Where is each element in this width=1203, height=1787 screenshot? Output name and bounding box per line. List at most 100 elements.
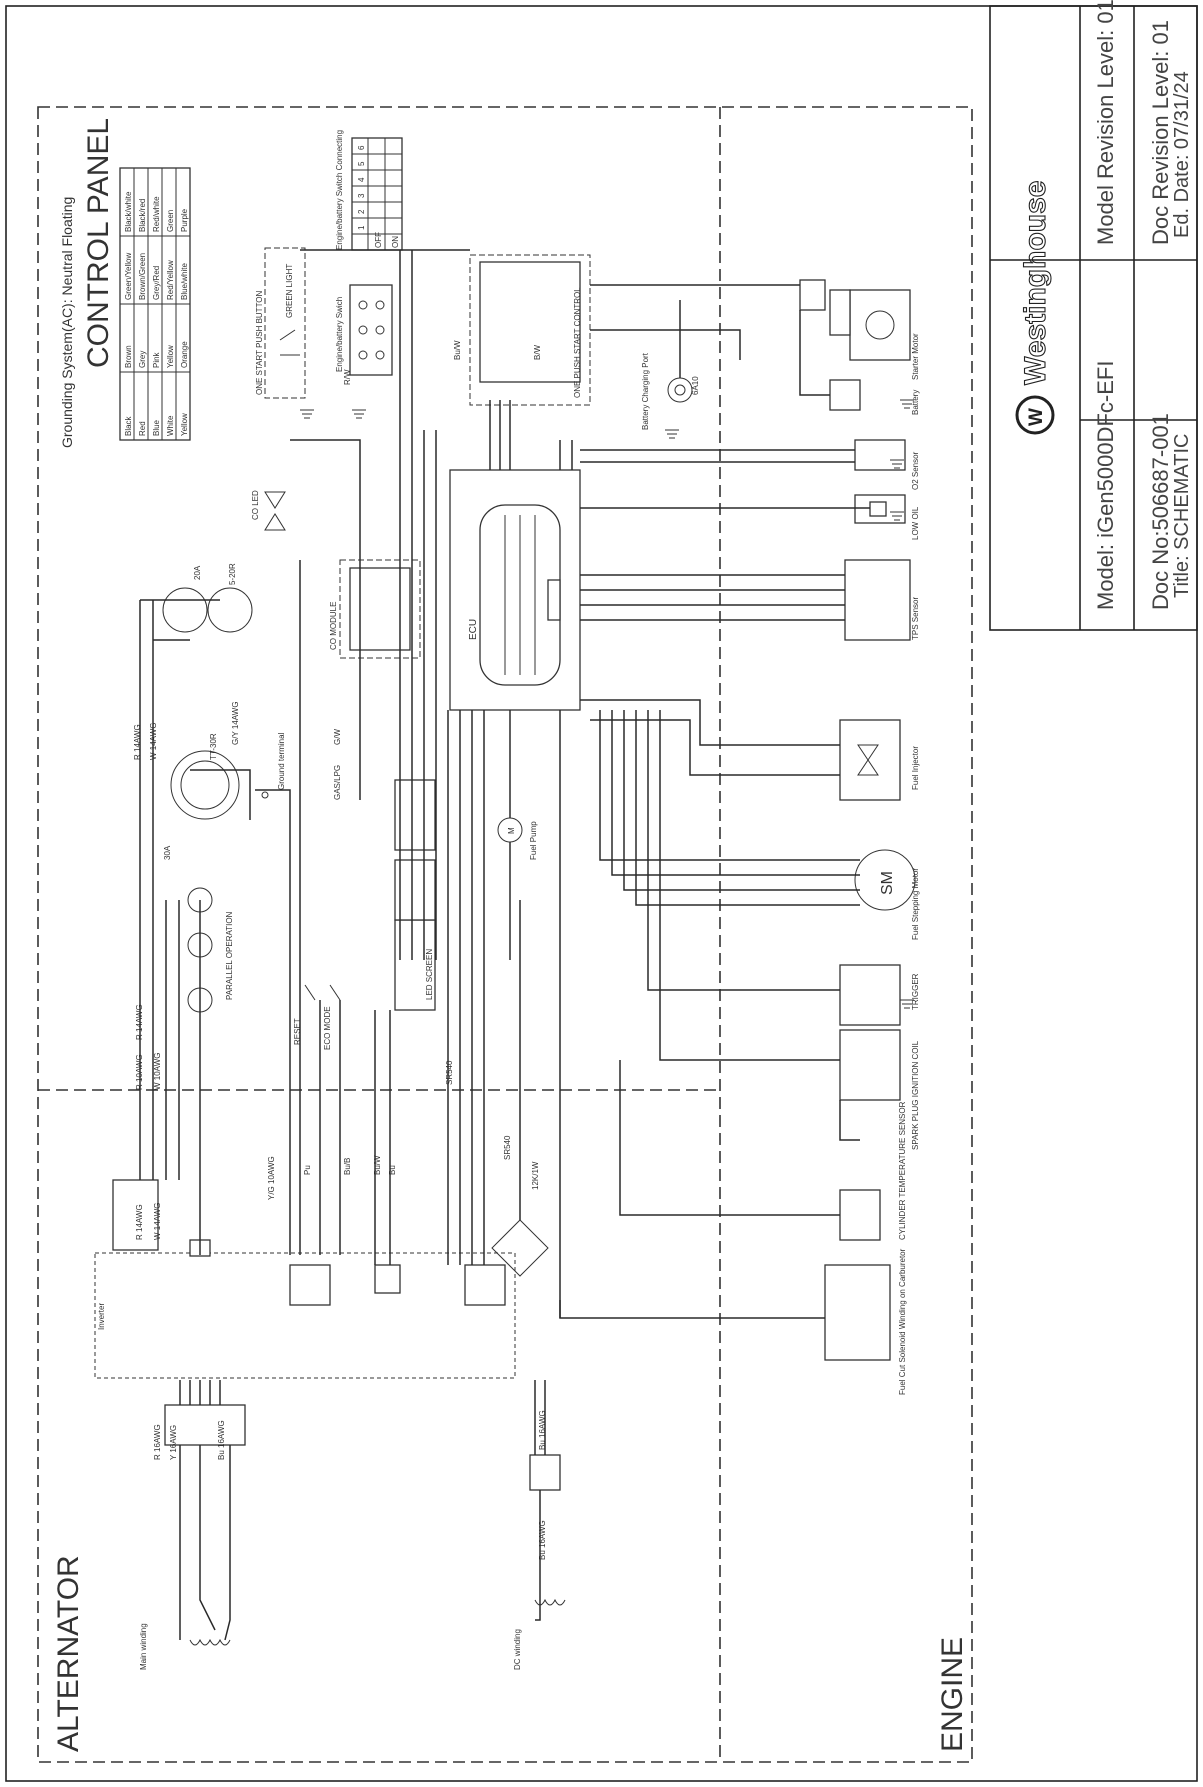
svg-text:TT-30R: TT-30R [209, 733, 218, 760]
fuel-cut-solenoid: Fuel Cut Solenoid Winding on Carburetor [824, 1248, 907, 1395]
svg-text:Inverter: Inverter [97, 1303, 106, 1330]
svg-text:TRIGGER: TRIGGER [911, 973, 920, 1010]
battery-charging-port: Battery Charging Port 6A10 [641, 352, 700, 430]
svg-text:TPS Sensor: TPS Sensor [911, 597, 920, 640]
svg-text:Battery: Battery [911, 390, 920, 415]
svg-text:ECU: ECU [468, 619, 479, 640]
legend-cell: Purple [180, 208, 189, 232]
svg-text:Bu 16AWG: Bu 16AWG [217, 1420, 226, 1460]
inverter: Inverter [94, 1179, 516, 1379]
schematic-title: Title: SCHEMATIC [1171, 434, 1193, 598]
fuel-stepping-motor: SM Fuel Stepping Motor [854, 849, 920, 940]
switch-col-5: 5 [357, 161, 366, 166]
engine-battery-switch: Engine/battery Swich [335, 284, 393, 376]
svg-text:R 14AWG: R 14AWG [133, 724, 142, 760]
parallel-operation: PARALLEL OPERATION [187, 887, 234, 1013]
switch-off-label: OFF [374, 232, 383, 248]
svg-text:Starter Motor: Starter Motor [911, 333, 920, 380]
switch-table-title: Engine/battery Switch Connecting [335, 130, 344, 250]
svg-text:G/W: G/W [333, 729, 342, 745]
svg-text:GAS/LPG: GAS/LPG [333, 765, 342, 800]
svg-text:ONE PUSH START CONTROL: ONE PUSH START CONTROL [573, 287, 582, 398]
svg-text:Fuel Cut Solenoid Winding on C: Fuel Cut Solenoid Winding on Carburetor [898, 1248, 907, 1395]
legend-cell: Green [166, 210, 175, 232]
legend-cell: Grey/Red [152, 266, 161, 300]
main-winding: Main winding [139, 1623, 231, 1670]
legend-cell: Brown [124, 345, 133, 368]
svg-text:Bu: Bu [388, 1165, 397, 1175]
legend-cell: Brown/Green [138, 253, 147, 300]
o2-sensor: O2 Sensor [854, 439, 920, 490]
svg-text:Fuel Stepping Motor: Fuel Stepping Motor [911, 868, 920, 940]
alternator-section-label: ALTERNATOR [52, 1555, 85, 1752]
fuel-injector: Fuel Injector [839, 719, 920, 801]
svg-text:W 10AWG: W 10AWG [153, 1053, 162, 1090]
legend-cell: Orange [180, 341, 189, 368]
legend-cell: Red [138, 421, 147, 436]
svg-text:R 16AWG: R 16AWG [153, 1424, 162, 1460]
receptacle-tt30r: TT-30R 30A [163, 733, 240, 860]
svg-text:12K/1W: 12K/1W [531, 1161, 540, 1190]
reset-eco-switches: RESET ECO MODE [293, 984, 341, 1050]
legend-cell: Red/white [152, 196, 161, 232]
svg-text:Bu/W: Bu/W [373, 1155, 382, 1175]
switch-col-4: 4 [357, 177, 366, 182]
legend-cell: White [166, 415, 175, 436]
legend-cell: Yellow [166, 345, 175, 368]
ground-symbols [300, 399, 914, 1009]
svg-text:Bu 16AWG: Bu 16AWG [538, 1410, 547, 1450]
doc-number-2: Doc No:506687-001 [1148, 413, 1173, 610]
svg-text:W 14AWG: W 14AWG [153, 1203, 162, 1240]
fuel-pump: M Fuel Pump [497, 817, 538, 860]
grounding-label: Grounding System(AC): Neutral Floating [59, 197, 75, 448]
svg-text:Main winding: Main winding [139, 1623, 148, 1670]
sheet-frame [5, 5, 1198, 1782]
model-label: Model: iGen5000DFc-EFI [1093, 361, 1118, 610]
svg-text:SM: SM [879, 871, 896, 895]
svg-text:SR540: SR540 [503, 1135, 512, 1160]
svg-text:6A10: 6A10 [691, 376, 700, 395]
title-block: W Westinghouse Model: iGen5000DFc-EFI Do… [989, 0, 1198, 631]
svg-text:SR540: SR540 [445, 1060, 454, 1085]
svg-text:DC winding: DC winding [513, 1629, 522, 1670]
svg-text:Ground terminal: Ground terminal [277, 732, 286, 790]
svg-text:GREEN LIGHT: GREEN LIGHT [285, 264, 294, 318]
svg-text:W: W [1026, 408, 1047, 426]
tps-sensor: TPS Sensor [844, 559, 920, 641]
title-block-row3: Title: SCHEMATIC Ed. Date: 07/31/24 [1171, 71, 1193, 598]
wire-labels: R 14AWG W 14AWG G/Y 14AWG R 14AWG R 10AW… [133, 340, 547, 1560]
legend-cell: Blue [152, 419, 161, 436]
gas-lpg-switch: GAS/LPG [333, 765, 436, 921]
rectifier-bridge: 12K/1W SR540 SR540 [445, 1060, 549, 1277]
svg-text:CO LED: CO LED [251, 490, 260, 520]
receptacle-5-20r: 20A 5-20R [162, 563, 253, 633]
svg-text:ONE START PUSH BUTTON: ONE START PUSH BUTTON [255, 290, 264, 395]
switch-col-3: 3 [357, 193, 366, 198]
svg-text:RESET: RESET [293, 1018, 302, 1045]
model-revision: Model Revision Level: 01 [1093, 0, 1118, 245]
svg-text:Y 16AWG: Y 16AWG [169, 1425, 178, 1460]
legend-cell: Black/red [138, 199, 147, 232]
starter-motor: Starter Motor [799, 279, 920, 380]
svg-text:Fuel Injector: Fuel Injector [911, 746, 920, 790]
svg-text:5-20R: 5-20R [228, 563, 237, 585]
svg-text:Y/G 10AWG: Y/G 10AWG [267, 1156, 276, 1200]
svg-text:ECO MODE: ECO MODE [323, 1006, 332, 1050]
edition-date: Ed. Date: 07/31/24 [1171, 71, 1193, 238]
svg-text:20A: 20A [193, 565, 202, 580]
engine-section-label: ENGINE [936, 1637, 969, 1752]
svg-text:Bu/B: Bu/B [343, 1158, 352, 1175]
legend-row-1: Black [124, 415, 133, 436]
switch-col-6: 6 [357, 145, 366, 150]
svg-text:SPARK PLUG IGNITION COIL: SPARK PLUG IGNITION COIL [911, 1040, 920, 1150]
alternator-connector [164, 1404, 561, 1491]
svg-text:O2 Sensor: O2 Sensor [911, 451, 920, 490]
led-screen: LED SCREEN [394, 919, 436, 1011]
svg-text:Fuel Pump: Fuel Pump [529, 821, 538, 860]
svg-text:LOW OIL: LOW OIL [911, 506, 920, 540]
svg-text:Bu/W: Bu/W [453, 340, 462, 360]
svg-text:Pu: Pu [303, 1165, 312, 1175]
one-start-push-button: ONE START PUSH BUTTON GREEN LIGHT [255, 247, 306, 399]
svg-text:PARALLEL OPERATION: PARALLEL OPERATION [225, 911, 234, 1000]
legend-cell: Yellow [180, 413, 189, 436]
